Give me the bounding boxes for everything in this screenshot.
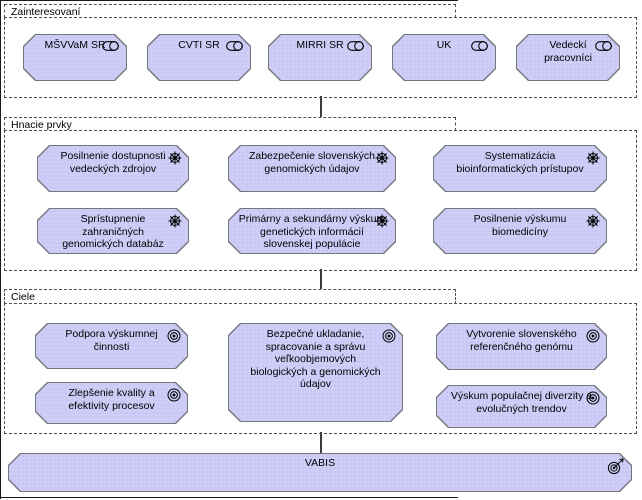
driver-wheel-icon bbox=[168, 151, 182, 165]
goal-node[interactable]: Vytvorenie slovenského referenčného genó… bbox=[436, 323, 607, 370]
page-edge-bottom bbox=[0, 497, 458, 498]
goal-target-icon bbox=[586, 391, 600, 405]
driver-label: Posilnenie dostupnosti vedeckých zdrojov bbox=[60, 150, 166, 175]
driver-label: Sprístupnenie zahraničných genomických d… bbox=[62, 213, 164, 250]
goal-node[interactable]: Podpora výskumnej činnosti bbox=[35, 323, 188, 369]
stakeholder-node[interactable]: MŠVVaM SR bbox=[23, 34, 127, 81]
group-drivers-label: Hnacie prvky bbox=[11, 119, 72, 131]
stakeholder-node[interactable]: MIRRI SR bbox=[268, 34, 372, 81]
stakeholder-label: Vedeckí pracovníci bbox=[544, 39, 592, 64]
stakeholder-label: MŠVVaM SR bbox=[44, 39, 106, 51]
driver-wheel-icon bbox=[168, 214, 182, 228]
outcome-node[interactable]: VABIS bbox=[8, 453, 632, 492]
driver-node[interactable]: Systematizácia bioinformatických prístup… bbox=[433, 145, 607, 192]
goal-target-icon bbox=[167, 329, 181, 343]
group-drivers-tab[interactable]: Hnacie prvky bbox=[4, 117, 456, 131]
goal-node[interactable]: Bezpečné ukladanie, spracovanie a správu… bbox=[228, 323, 403, 422]
driver-node[interactable]: Posilnenie dostupnosti vedeckých zdrojov bbox=[37, 145, 189, 192]
outcome-arrow-icon bbox=[607, 458, 624, 475]
driver-node[interactable]: Sprístupnenie zahraničných genomických d… bbox=[37, 208, 189, 254]
stakeholder-label: MIRRI SR bbox=[296, 39, 344, 51]
goal-label: Zlepšenie kvality a efektivity procesov bbox=[68, 387, 155, 412]
goal-node[interactable]: Výskum populačnej diverzity a evolučných… bbox=[436, 385, 607, 428]
goal-label: Podpora výskumnej činnosti bbox=[65, 328, 158, 353]
driver-node[interactable]: Primárny a sekundárny výskum genetických… bbox=[228, 208, 396, 254]
page-edge-left bbox=[0, 0, 1, 499]
group-goals-tab[interactable]: Ciele bbox=[4, 289, 456, 304]
stakeholder-role-icon bbox=[226, 41, 243, 51]
stakeholder-node[interactable]: CVTI SR bbox=[147, 34, 251, 81]
stakeholder-node[interactable]: Vedeckí pracovníci bbox=[516, 34, 620, 81]
goal-label: Vytvorenie slovenského referenčného genó… bbox=[466, 328, 577, 353]
stakeholder-label: UK bbox=[436, 39, 452, 51]
driver-label: Posilnenie výskumu biomedicíny bbox=[473, 213, 567, 238]
stakeholder-role-icon bbox=[102, 41, 119, 51]
driver-label: Primárny a sekundárny výskum genetických… bbox=[238, 213, 386, 250]
stakeholder-role-icon bbox=[471, 41, 488, 51]
stakeholder-label: CVTI SR bbox=[178, 39, 220, 51]
connector-drivers-goals bbox=[320, 269, 322, 289]
stakeholder-role-icon bbox=[347, 41, 364, 51]
page-edge-top bbox=[0, 0, 458, 1]
driver-wheel-icon bbox=[586, 151, 600, 165]
group-stakeholders-label: Zainteresovaní bbox=[11, 6, 81, 18]
goal-target-icon bbox=[586, 329, 600, 343]
connector-stakeholders-drivers bbox=[320, 96, 322, 117]
driver-wheel-icon bbox=[375, 151, 389, 165]
driver-wheel-icon bbox=[586, 214, 600, 228]
goal-label: Bezpečné ukladanie, spracovanie a správu… bbox=[250, 328, 381, 390]
group-goals-label: Ciele bbox=[11, 291, 35, 303]
goal-node[interactable]: Zlepšenie kvality a efektivity procesov bbox=[35, 382, 188, 424]
driver-label: Systematizácia bioinformatických prístup… bbox=[456, 150, 584, 175]
driver-node[interactable]: Posilnenie výskumu biomedicíny bbox=[433, 208, 607, 254]
driver-node[interactable]: Zabezpečenie slovenských genomických úda… bbox=[228, 145, 396, 192]
outcome-label: VABIS bbox=[304, 457, 336, 469]
driver-wheel-icon bbox=[375, 214, 389, 228]
driver-label: Zabezpečenie slovenských genomických úda… bbox=[248, 150, 376, 175]
group-stakeholders-tab[interactable]: Zainteresovaní bbox=[4, 4, 456, 18]
stakeholder-node[interactable]: UK bbox=[392, 34, 496, 81]
goal-target-icon bbox=[382, 329, 396, 343]
goal-target-icon bbox=[167, 388, 181, 402]
goal-label: Výskum populačnej diverzity a evolučných… bbox=[450, 390, 593, 415]
stakeholder-role-icon bbox=[595, 41, 612, 51]
connector-goals-outcome bbox=[320, 432, 322, 453]
